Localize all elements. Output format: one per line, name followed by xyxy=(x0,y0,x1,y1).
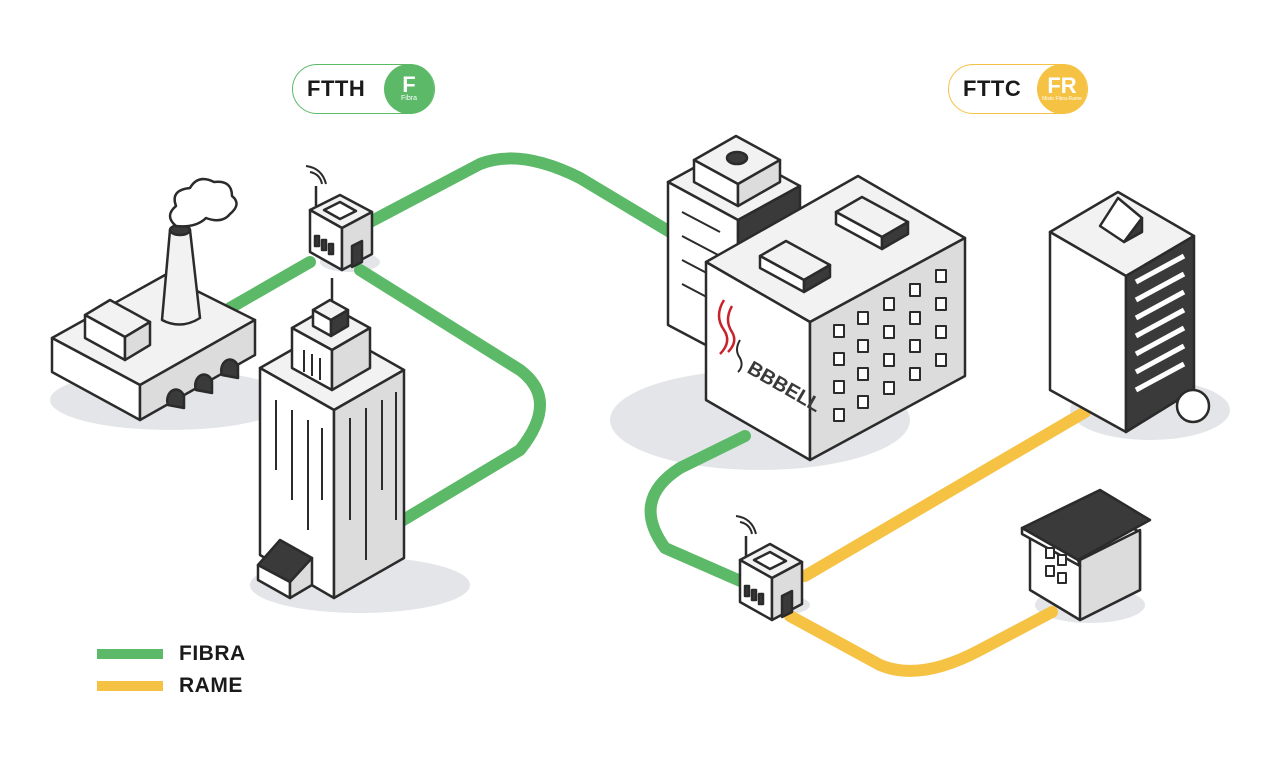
fiber-line-street-cabinet xyxy=(644,430,751,589)
office-stripes xyxy=(1134,253,1186,393)
copper-lines xyxy=(784,406,1091,677)
ftth-sub: Fibra xyxy=(401,94,417,102)
exchange-windows xyxy=(833,269,947,422)
legend-label-rame: RAME xyxy=(179,674,243,697)
connection-node xyxy=(1175,388,1211,424)
fiber-line-factory xyxy=(224,256,316,314)
legend-item-rame: RAME xyxy=(97,670,246,702)
fttc-cabinet xyxy=(735,515,804,622)
legend-item-fibra: FIBRA xyxy=(97,638,246,670)
copper-line-office xyxy=(799,406,1091,582)
ftth-fiber-icon: F Fibra xyxy=(384,63,434,114)
office-tower xyxy=(256,278,406,600)
fttc-code: FR xyxy=(1047,72,1077,98)
bbbell-exchange: BBBELL xyxy=(666,134,967,462)
fttc-label: FTTC xyxy=(963,76,1022,101)
fiber-line-to-exchange xyxy=(364,152,676,238)
factory-building xyxy=(50,177,257,422)
copper-line-house xyxy=(784,606,1058,677)
ftth-label: FTTH xyxy=(307,76,366,101)
ftth-code: F xyxy=(402,71,416,97)
legend-swatch-fibra xyxy=(97,649,163,659)
ftth-cabinet xyxy=(305,165,374,272)
fiber-line-tower-loop xyxy=(354,264,546,528)
legend-swatch-rame xyxy=(97,681,163,691)
legend-label-fibra: FIBRA xyxy=(179,642,246,665)
house-building xyxy=(1020,488,1152,622)
smoke-cloud xyxy=(168,177,238,228)
fttc-badge: FTTC FR Misto Fibra-Rame xyxy=(948,63,1088,114)
ftth-badge: FTTH F Fibra xyxy=(292,63,435,114)
fiber-lines xyxy=(224,152,751,589)
fttc-mixed-icon: FR Misto Fibra-Rame xyxy=(1037,63,1087,114)
legend: FIBRA RAME xyxy=(97,638,246,702)
bbbell-logo-mark xyxy=(717,299,736,355)
fttc-sub: Misto Fibra-Rame xyxy=(1042,95,1082,102)
fttc-office-building xyxy=(1048,190,1211,434)
